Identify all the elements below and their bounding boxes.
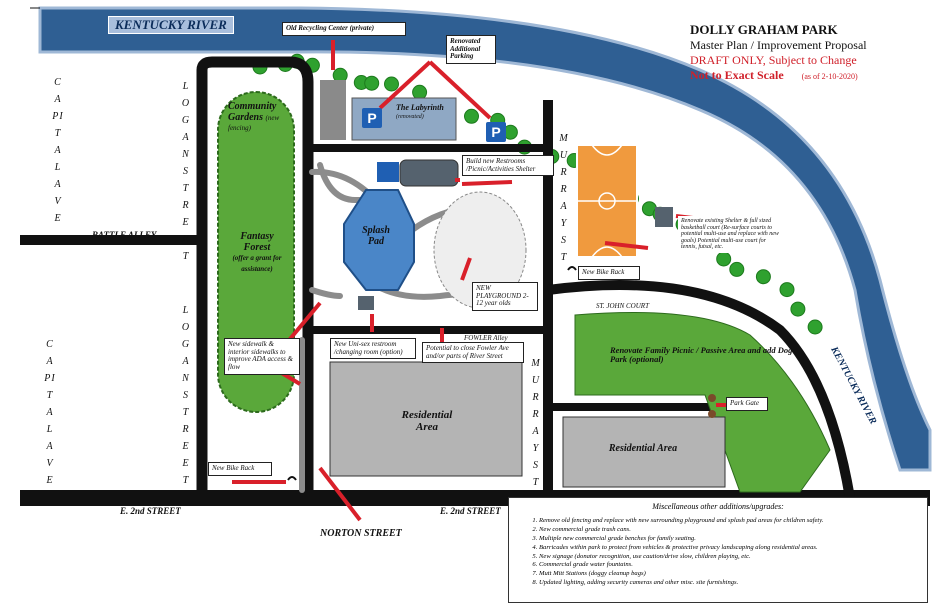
river-label-top: KENTUCKY RIVER [108, 16, 234, 34]
labyrinth-label: The Labyrinth (renovated) [396, 103, 444, 121]
residential-area-2-label: Residential Area [608, 443, 678, 454]
fantasy-forest-label: Fantasy Forest(offer a grant for assista… [232, 231, 282, 273]
callout-shelter-court: Renovate existing Shelter & full sized b… [678, 216, 786, 253]
tree [755, 269, 771, 285]
misc-item: Mutt Mitt Stations (doggy cleanup bags) [539, 570, 917, 579]
street-capital-ave-bottom: CAPITAL AVE [44, 339, 56, 486]
residential-area-1 [329, 361, 523, 477]
callout-park-gate: Park Gate [726, 397, 768, 411]
community-gardens-label: Community Gardens (new fencing) [228, 101, 280, 132]
misc-item: Multiple new commercial grade benches fo… [539, 535, 917, 544]
scale-note: Not to Exact Scale(as of 2-10-2020) [690, 68, 858, 82]
recycling-center-lot [320, 80, 346, 140]
tree [779, 282, 795, 298]
court-shelter [655, 207, 673, 227]
street-murray-bottom: MURRAY ST [531, 358, 541, 488]
title-block: DOLLY GRAHAM PARK Master Plan / Improvem… [690, 22, 930, 83]
date-note: (as of 2-10-2020) [801, 72, 858, 81]
park-name: DOLLY GRAHAM PARK [690, 22, 838, 37]
bike-rack-icon-right [567, 266, 577, 271]
street-battle-alley: BATTLE ALLEY [92, 230, 157, 240]
tree [464, 108, 479, 124]
garden-forest-area [217, 91, 295, 413]
residential-area-2 [562, 416, 726, 488]
parking-sign-left [362, 108, 382, 128]
splash-pad-label: Splash Pad [362, 225, 390, 247]
street-murray-top: MURRAY ST [559, 133, 569, 263]
misc-item: Updated lighting, adding security camera… [539, 579, 917, 588]
park-gate-icon [708, 394, 716, 402]
unisex-restroom [358, 296, 374, 310]
restroom-shelter [399, 159, 459, 187]
bike-rack-icon-left [287, 476, 297, 481]
family-picnic-area [574, 312, 831, 493]
misc-item: Commercial grade water fountains. [539, 561, 917, 570]
tree [364, 75, 380, 91]
callout-parking: Renovated Additional Parking [446, 35, 496, 65]
callout-bike-rack-right: New Bike Rack [578, 266, 640, 280]
plan-subtitle: Master Plan / Improvement Proposal [690, 38, 867, 52]
callout-playground: NEW PLAYGROUND 2-12 year olds [472, 282, 538, 312]
street-capital-ave-top: CAPITAL AVE [52, 77, 64, 224]
tree [790, 301, 806, 317]
parking-symbol-right: P [491, 124, 500, 140]
callout-fowler-close: Potential to close Fowler Ave and/or par… [422, 342, 524, 364]
callout-unisex: New Uni-sex restroom /changing room (opt… [330, 338, 416, 360]
callout-recycling: Old Recycling Center (private) [282, 22, 406, 36]
misc-heading: Miscellaneous other additions/upgrades: [652, 502, 784, 511]
street-logan-bottom: LOGAN STREET [181, 305, 191, 486]
parking-sign-right [486, 122, 506, 142]
tree [412, 84, 428, 100]
splash-pad [343, 189, 415, 291]
roads [20, 7, 930, 506]
misc-additions-box: Miscellaneous other additions/upgrades: … [508, 497, 928, 603]
callout-restrooms: Build new Restrooms /Picnic/Activities S… [462, 155, 554, 177]
tree [729, 261, 745, 277]
street-e2nd-right: E. 2nd STREET [440, 506, 501, 516]
callout-sidewalk: New sidewalk & interior sidewalks to imp… [224, 338, 300, 375]
misc-item: Barricades within park to protect from v… [539, 544, 917, 553]
misc-item: New signage (donator recognition, use ca… [539, 553, 917, 562]
street-fowler: FOWLER Alley [464, 334, 508, 342]
residential-area-1-label: Residential Area [401, 409, 453, 433]
tree [807, 319, 823, 335]
family-picnic-label: Renovate Family Picnic / Passive Area an… [610, 345, 793, 364]
misc-list: Remove old fencing and replace with new … [519, 517, 917, 588]
kentucky-river [38, 6, 932, 472]
street-logan-top: LOGAN STREET [181, 81, 191, 262]
misc-item: Remove old fencing and replace with new … [539, 517, 917, 526]
restroom-icon [377, 162, 399, 182]
callout-bike-rack-left: New Bike Rack [208, 462, 272, 476]
street-e2nd-left: E. 2nd STREET [120, 506, 181, 516]
tree [384, 76, 399, 92]
misc-item: New commercial grade trash cans. [539, 526, 917, 535]
tree [716, 251, 732, 267]
street-norton: NORTON STREET [320, 528, 402, 539]
street-st-john: ST. JOHN COURT [596, 302, 649, 310]
parking-symbol-left: P [367, 110, 376, 126]
draft-note: DRAFT ONLY, Subject to Change [690, 53, 857, 67]
